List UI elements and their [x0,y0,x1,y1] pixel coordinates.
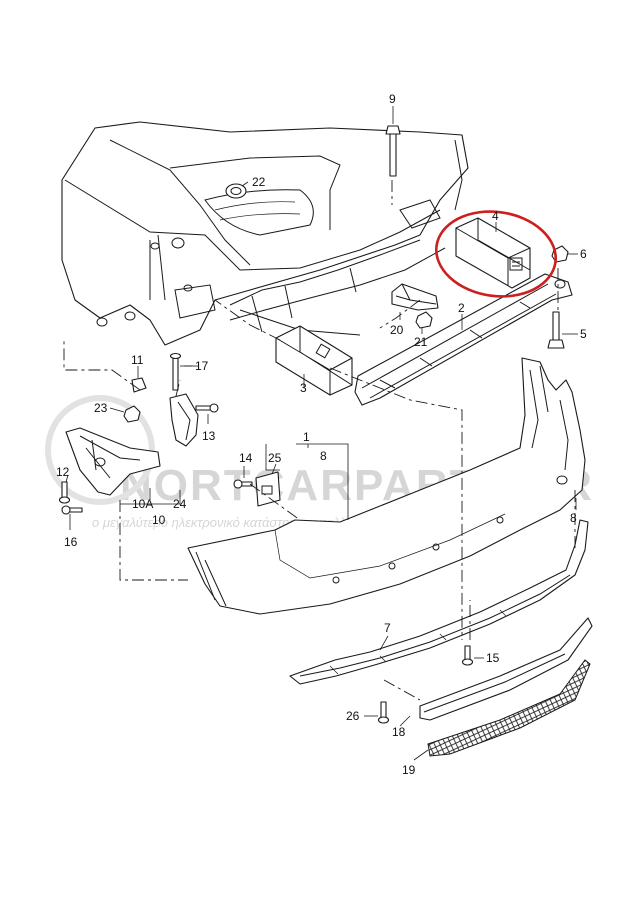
callout-18: 18 [392,725,406,739]
part-16-screw [61,505,83,515]
part-3-crash-box [275,325,353,396]
part-5-bolt [547,311,565,349]
callout-20: 20 [390,323,404,337]
highlight-ring [434,210,558,298]
assembly-lines [63,180,576,701]
callout-14: 14 [239,451,253,465]
callout-11: 11 [131,353,144,367]
car-body-rear [61,121,469,346]
callout-9: 9 [389,92,396,106]
callout-23: 23 [94,401,108,415]
part-23-nut [123,405,141,423]
callout-26: 26 [346,709,360,723]
watermark-emblem [45,395,155,505]
callout-6: 6 [580,247,587,261]
part-7-lower-trim [289,519,589,685]
part-21-nut [415,311,433,329]
part-17-pin [169,352,182,391]
callout-8-top: 8 [320,449,327,463]
callout-13: 13 [202,429,216,443]
callout-4: 4 [492,209,499,223]
callout-1: 1 [303,430,310,444]
part-18-trim-strip [419,617,593,721]
part-26-screw [377,701,390,724]
leader-lines [65,106,578,761]
callout-5: 5 [580,327,587,341]
callout-22: 22 [252,175,266,189]
part-2-impact-beam [354,273,573,406]
part-22-grommet [225,183,247,199]
part-24-guide-bracket [169,393,199,447]
part-11-clip [131,377,147,393]
callout-19: 19 [402,763,416,777]
part-14-screw [233,479,253,489]
callout-10: 10 [152,513,166,527]
callout-labels: 9 22 4 6 5 2 3 20 21 11 17 23 13 12 16 1… [56,92,587,777]
part-1-bumper-cover [187,357,586,615]
part-25-mount-plate [255,471,281,507]
part-10a-side-bracket [65,427,161,496]
part-20-bracket [391,283,439,311]
callout-15: 15 [486,651,500,665]
callout-17: 17 [195,359,209,373]
callout-7: 7 [384,621,391,635]
callout-21: 21 [414,335,428,349]
part-9-bolt [385,125,401,177]
callout-24: 24 [173,497,187,511]
part-12-screw [58,481,71,504]
callout-3: 3 [300,381,307,395]
callout-10a: 10A [132,497,153,511]
callout-2: 2 [458,301,465,315]
part-13-screw [195,403,219,413]
callout-12: 12 [56,465,70,479]
part-19-grille [427,659,591,757]
callout-16: 16 [64,535,78,549]
callout-8-side: 8 [570,511,577,525]
part-4-crash-box [455,217,531,289]
callout-25: 25 [268,451,282,465]
part-15-screw [461,645,474,666]
